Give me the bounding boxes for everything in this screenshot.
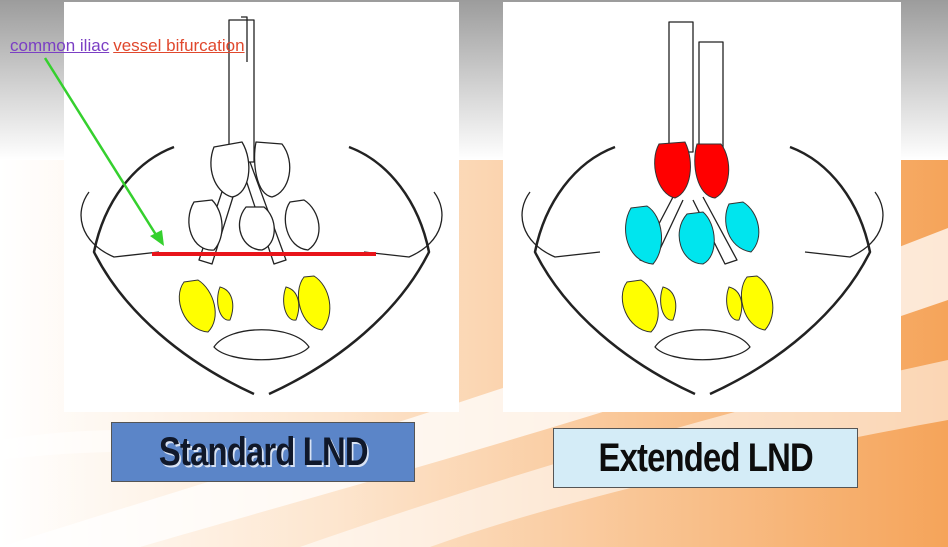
node-outline-5 bbox=[285, 200, 319, 250]
extended-node-common-iliac-right bbox=[695, 144, 729, 198]
node-outline-1 bbox=[211, 142, 249, 197]
extended-node-mid-right bbox=[726, 202, 759, 252]
pelvic-wall-right bbox=[269, 147, 429, 394]
standard-lnd-text: Standard LND bbox=[159, 430, 368, 475]
extended-lnd-text: Extended LND bbox=[598, 436, 812, 481]
pelvic-wall-right bbox=[710, 147, 870, 394]
extended-node-pelvic-left-inner bbox=[661, 287, 676, 320]
annotation-common-iliac: common iliac bbox=[10, 36, 109, 55]
standard-node-left-inner bbox=[218, 287, 233, 320]
standard-lnd-illustration bbox=[64, 2, 459, 412]
extended-node-mid-center bbox=[679, 212, 714, 264]
standard-lnd-label: Standard LND bbox=[111, 422, 415, 482]
extended-lnd-label: Extended LND bbox=[553, 428, 858, 488]
extended-node-pelvic-right-inner bbox=[727, 287, 742, 320]
node-outline-3 bbox=[189, 200, 222, 250]
bladder bbox=[214, 330, 309, 360]
pelvic-bone-right bbox=[805, 192, 883, 257]
bladder bbox=[655, 330, 750, 360]
pelvic-bone-left bbox=[522, 192, 600, 257]
extended-node-pelvic-right bbox=[741, 276, 772, 330]
extended-node-common-iliac-left bbox=[655, 142, 691, 198]
node-outline-4 bbox=[239, 207, 274, 250]
pelvic-bone-right bbox=[364, 192, 442, 257]
standard-node-left bbox=[179, 280, 215, 332]
standard-node-right bbox=[298, 276, 329, 330]
vena-cava-vessel bbox=[699, 42, 723, 152]
extended-lnd-illustration bbox=[503, 2, 901, 412]
extended-node-pelvic-left bbox=[622, 280, 658, 332]
standard-node-right-inner bbox=[284, 287, 299, 320]
extended-node-mid-left bbox=[626, 206, 662, 264]
annotation-vessel-bifurcation: vessel bifurcation bbox=[113, 36, 244, 55]
pelvic-bone-left bbox=[81, 192, 159, 257]
aorta-vessel bbox=[669, 22, 693, 152]
